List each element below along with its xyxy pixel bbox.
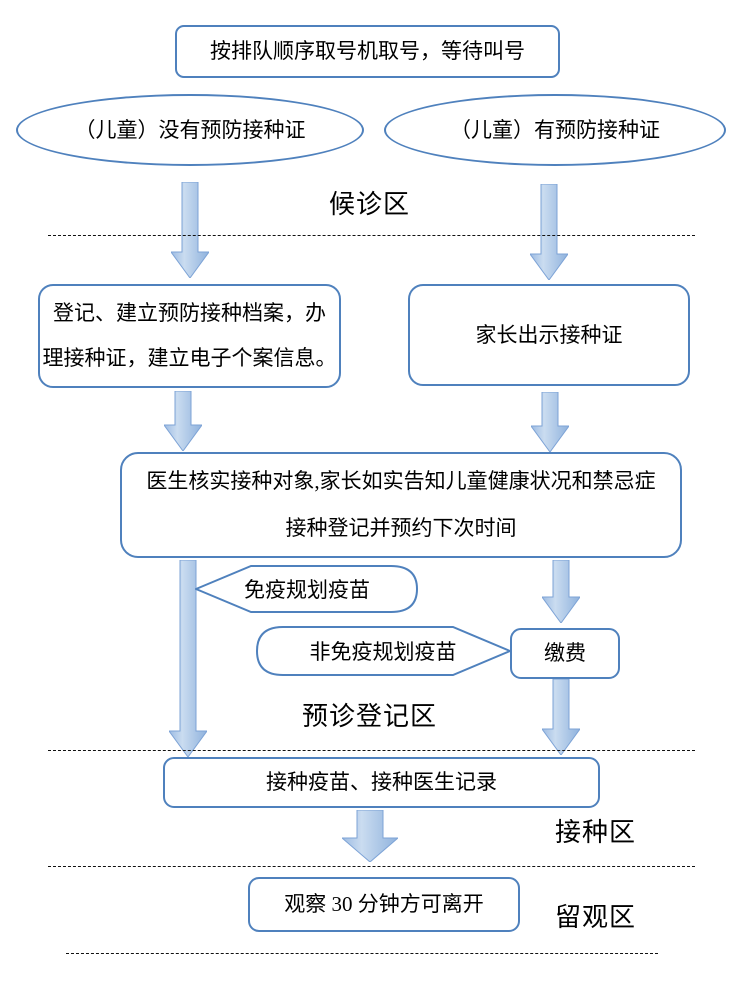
shape-non-epi-vaccine — [255, 624, 511, 678]
node-show-cert-label: 家长出示接种证 — [475, 322, 623, 347]
node-show-cert: 家长出示接种证 — [408, 284, 690, 386]
zone-divider-1 — [48, 235, 695, 236]
node-has-cert: （儿童）有预防接种证 — [384, 94, 726, 166]
zone-label-registration: 预诊登记区 — [302, 702, 438, 731]
zone-label-waiting: 候诊区 — [329, 190, 411, 219]
node-pay: 缴费 — [510, 628, 620, 679]
node-has-cert-label: （儿童）有预防接种证 — [450, 117, 660, 142]
node-doctor-check-line1: 医生核实接种对象,家长如实告知儿童健康状况和禁忌症 — [146, 469, 656, 493]
arrow-pay-down-icon — [542, 679, 580, 755]
node-take-number-label: 按排队顺序取号机取号，等待叫号 — [210, 39, 525, 64]
node-vaccinate: 接种疫苗、接种医生记录 — [163, 757, 600, 808]
node-pay-label: 缴费 — [544, 641, 586, 666]
arrow-has-cert-down-icon — [530, 184, 568, 280]
node-non-epi-vaccine-label: 非免疫规划疫苗 — [309, 640, 457, 664]
zone-divider-4 — [66, 953, 658, 954]
node-epi-vaccine-label: 免疫规划疫苗 — [244, 578, 370, 602]
zone-divider-3 — [48, 866, 695, 867]
arrow-show-cert-down-icon — [531, 392, 569, 452]
node-register-label: 登记、建立预防接种档案，办 理接种证，建立电子个案信息。 — [42, 301, 337, 370]
node-observe-label: 观察 30 分钟方可离开 — [284, 892, 484, 917]
zone-label-observation: 留观区 — [555, 903, 637, 932]
arrow-vaccinate-down-icon — [342, 810, 398, 862]
node-take-number: 按排队顺序取号机取号，等待叫号 — [175, 25, 560, 78]
node-register: 登记、建立预防接种档案，办 理接种证，建立电子个案信息。 — [38, 284, 341, 388]
node-no-cert-label: （儿童）没有预防接种证 — [74, 117, 306, 142]
zone-divider-2 — [48, 750, 695, 751]
node-vaccinate-label: 接种疫苗、接种医生记录 — [266, 770, 497, 795]
arrow-non-epi-down-icon — [542, 560, 580, 623]
shape-epi-vaccine — [195, 564, 419, 614]
node-no-cert: （儿童）没有预防接种证 — [16, 94, 364, 166]
node-observe: 观察 30 分钟方可离开 — [248, 877, 520, 932]
arrow-no-cert-down-icon — [171, 182, 209, 278]
node-doctor-check: 医生核实接种对象,家长如实告知儿童健康状况和禁忌症 接种登记并预约下次时间 — [120, 452, 682, 558]
zone-label-vaccination: 接种区 — [555, 818, 637, 847]
arrow-register-down-icon — [164, 391, 202, 451]
node-doctor-check-line2: 接种登记并预约下次时间 — [285, 516, 517, 540]
